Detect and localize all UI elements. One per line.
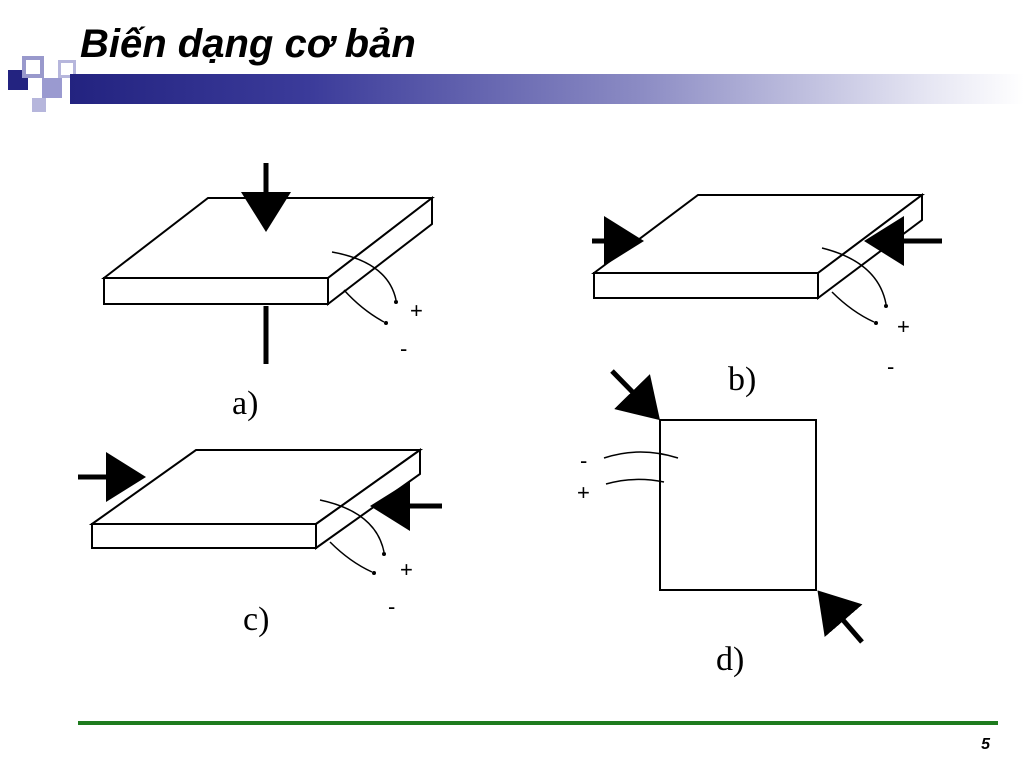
panel-c-wire-minus xyxy=(329,541,373,573)
decor-square-light xyxy=(22,56,44,78)
panel-d-force-arrow-bottom-right xyxy=(817,590,864,644)
panel-d-force-arrow-top-left xyxy=(610,369,660,421)
footer-line xyxy=(78,721,998,725)
panel-d-label: d) xyxy=(716,641,744,678)
panel-a-label: a) xyxy=(232,385,258,422)
decor-square-small xyxy=(32,98,46,112)
panel-a-wire-plus xyxy=(331,251,397,301)
panel-d-plus: + xyxy=(577,480,590,505)
panel-b-minus: - xyxy=(887,354,894,379)
panel-a-wire-minus xyxy=(343,289,385,323)
panel-d-minus: - xyxy=(580,448,587,473)
panel-b-wire-plus xyxy=(821,247,887,305)
header-gradient-bar xyxy=(70,74,1024,104)
panel-a-plus: + xyxy=(410,298,423,323)
panel-d-wire-plus xyxy=(605,478,665,485)
panel-b-label: b) xyxy=(728,361,756,398)
decor-square-outline xyxy=(58,60,76,78)
panel-a-minus: - xyxy=(400,336,407,361)
panel-d-wire-minus xyxy=(603,451,679,459)
panel-c-label: c) xyxy=(243,601,269,638)
panel-d-square xyxy=(659,419,817,591)
panel-b-plus: + xyxy=(897,314,910,339)
slide-title: Biến dạng cơ bản xyxy=(80,22,416,66)
panel-c-wire-plus xyxy=(319,499,385,553)
panel-c-plate xyxy=(88,448,424,550)
panel-b-wire-minus xyxy=(831,291,875,323)
decor-square-mid xyxy=(42,78,62,98)
panel-a-plate xyxy=(101,195,435,307)
panel-c-minus: - xyxy=(388,594,395,619)
page-number: 5 xyxy=(981,736,990,753)
panel-b-plate xyxy=(591,193,925,300)
panel-c-plus: + xyxy=(400,557,413,582)
